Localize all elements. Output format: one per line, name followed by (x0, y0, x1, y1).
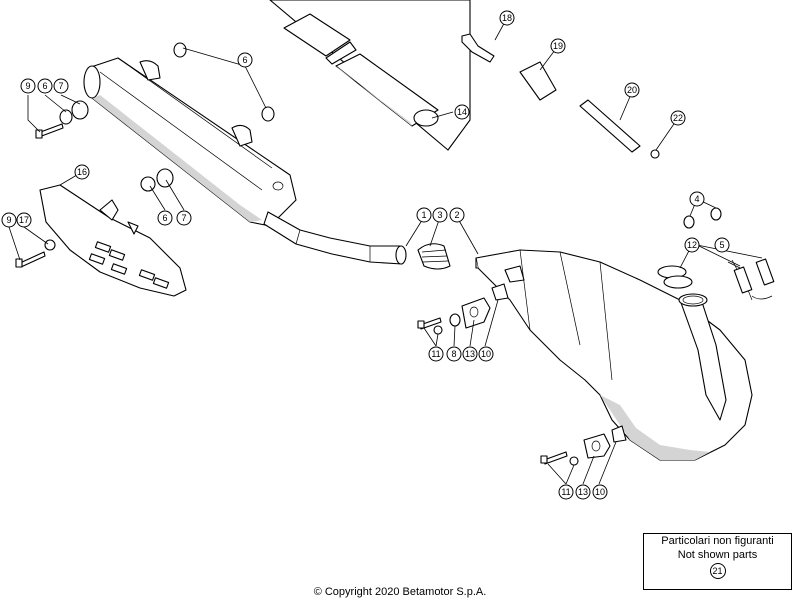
callout-16: 16 (74, 164, 90, 180)
callout-5: 5 (714, 237, 730, 253)
bolt-upper-left (35, 123, 64, 139)
expansion-chamber (475, 249, 753, 461)
callout-6c: 6 (157, 210, 173, 226)
callout-11b: 11 (558, 484, 574, 500)
callout-10a: 10 (478, 346, 494, 362)
svg-text:5: 5 (719, 240, 724, 250)
svg-text:13: 13 (578, 487, 588, 497)
washer-mid (261, 106, 275, 122)
copyright-notice: © Copyright 2020 Betamotor S.p.A. (313, 586, 487, 598)
callout-4: 4 (689, 191, 705, 207)
callout-9a: 9 (20, 78, 36, 94)
callout-22: 22 (670, 110, 686, 126)
svg-text:6: 6 (42, 81, 47, 91)
heat-shield (39, 184, 187, 297)
callout-19: 19 (550, 38, 566, 54)
callout-7b: 7 (176, 210, 192, 226)
svg-text:12: 12 (687, 240, 697, 250)
svg-text:19: 19 (553, 41, 563, 51)
silencer-inlet-pipe (263, 211, 407, 265)
silencer (83, 57, 297, 227)
springs-and-orings (657, 207, 775, 301)
bolt-lower-left (15, 251, 46, 268)
callout-10b: 10 (592, 484, 608, 500)
callout-18: 18 (499, 10, 515, 26)
callout-14: 14 (454, 104, 470, 120)
not-shown-parts-box: Particolari non figuranti Not shown part… (643, 533, 792, 590)
svg-text:13: 13 (465, 349, 475, 359)
svg-text:10: 10 (481, 349, 491, 359)
callout-6b: 6 (37, 78, 53, 94)
svg-text:9: 9 (25, 81, 30, 91)
svg-text:7: 7 (181, 213, 186, 223)
washer-center-left (140, 176, 156, 192)
svg-text:8: 8 (451, 349, 456, 359)
svg-text:4: 4 (694, 194, 699, 204)
small-parts-top-right (461, 33, 660, 159)
washer-top (173, 42, 187, 58)
svg-text:11: 11 (561, 487, 570, 497)
grommet-center-left (156, 168, 174, 188)
callout-2: 2 (449, 207, 465, 223)
grommet-upper-left (71, 100, 89, 120)
svg-text:11: 11 (431, 349, 440, 359)
seal-spring (417, 243, 451, 270)
svg-text:7: 7 (58, 81, 63, 91)
svg-text:1: 1 (421, 210, 426, 220)
silencer-packing (269, 0, 471, 151)
svg-text:6: 6 (242, 55, 247, 65)
svg-text:6: 6 (162, 213, 167, 223)
svg-text:18: 18 (502, 13, 512, 23)
washer-lower-left (44, 239, 56, 251)
washer-upper-left (59, 109, 73, 125)
callout-6a: 6 (237, 52, 253, 68)
legend-line-italian: Particolari non figuranti (661, 535, 774, 547)
svg-text:3: 3 (437, 210, 442, 220)
callout-8: 8 (446, 346, 462, 362)
svg-text:2: 2 (454, 210, 459, 220)
svg-text:9: 9 (6, 215, 11, 225)
legend-line-english: Not shown parts (677, 549, 758, 561)
svg-text:16: 16 (77, 167, 87, 177)
callout-17: 17 (16, 212, 32, 228)
callout-12: 12 (684, 237, 700, 253)
legend-part-number: 21 (709, 563, 726, 579)
callout-1: 1 (416, 207, 432, 223)
svg-text:10: 10 (595, 487, 605, 497)
callout-9b: 9 (1, 212, 17, 228)
svg-text:22: 22 (673, 113, 683, 123)
callout-13b: 13 (575, 484, 591, 500)
leader-lines (8, 17, 763, 485)
callout-3: 3 (432, 207, 448, 223)
callout-13a: 13 (462, 346, 478, 362)
mount-hardware-middle (417, 283, 509, 335)
svg-text:17: 17 (19, 215, 29, 225)
callout-20: 20 (624, 82, 640, 98)
callout-7a: 7 (53, 78, 69, 94)
svg-text:14: 14 (457, 107, 467, 117)
svg-text:20: 20 (627, 85, 637, 95)
mount-hardware-lower (540, 425, 627, 466)
callout-11a: 11 (428, 346, 444, 362)
